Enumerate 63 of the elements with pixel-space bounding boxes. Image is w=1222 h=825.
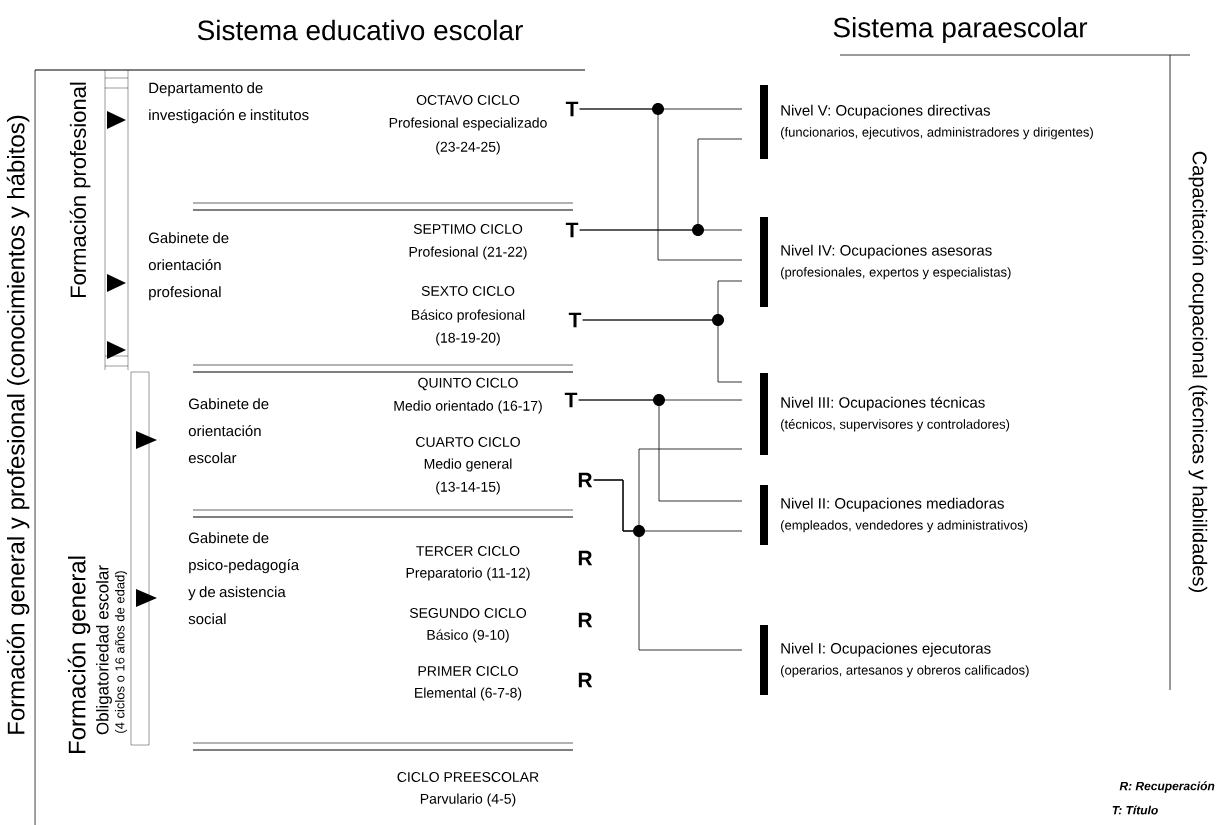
level-entry: Nivel V: Ocupaciones directivas (funcionarios, ejecutivos, administradores y dirigentes) [760, 85, 1093, 159]
level-entry: Nivel III: Ocupaciones técnicas (técnicos, supervisores y controladores) [760, 373, 1010, 455]
cycle-detail: Preparatorio (11-12) [406, 567, 530, 581]
cycle-name: PRIMER CICLO [418, 666, 518, 676]
cycle-detail: Medio orientado (16-17) [394, 400, 542, 414]
department-label: Gabinete de orientación profesional [148, 232, 229, 301]
cycle-detail: (13-14-15) [436, 481, 500, 495]
node-label: (empleados, vendedores y administrativos) [781, 520, 1028, 533]
cycle-detail: (23-24-25) [436, 141, 500, 155]
vertical-label: Formación general y profesional (conocimientos y hábitos) [6, 115, 30, 734]
vertical-label: Obligatoriedad escolar [96, 565, 112, 735]
cycle-name: TERCER CICLO [416, 546, 520, 556]
cycle-letter: R [578, 672, 593, 688]
node-label: (técnicos, supervisores y controladores) [781, 419, 1010, 432]
cycle-detail: Parvulario (4-5) [420, 793, 516, 807]
node-label: Nivel III: Ocupaciones técnicas [781, 396, 985, 411]
cycle-name: SEPTIMO CICLO [413, 224, 523, 234]
cycle-letter: T [564, 392, 578, 408]
connector-line [579, 108, 743, 261]
department-label: Gabinete de psico-pedagogía y de asistencia social [188, 532, 300, 625]
section-title: Sistema educativo escolar [197, 19, 523, 41]
node-label: Nivel I: Ocupaciones ejecutoras [781, 642, 991, 657]
cycle-letter: T [568, 312, 582, 328]
cycle-detail: Básico profesional [411, 309, 525, 323]
department-label: Departamento de investigación e institutos [149, 82, 309, 124]
cycle-letter: T [565, 222, 579, 238]
cycle-letter: R [578, 472, 593, 488]
level-entry: Nivel I: Ocupaciones ejecutoras (operarios, artesanos y obreros calificados) [760, 625, 1029, 695]
node-label: (profesionales, expertos y especialistas) [781, 267, 1011, 280]
cycle-name: SEXTO CICLO [421, 286, 515, 296]
cycle-detail: (18-19-20) [436, 332, 500, 346]
cycle-detail: Profesional (21-22) [409, 246, 527, 260]
cycle-detail: Medio general [424, 458, 512, 472]
node-label: (funcionarios, ejecutivos, administradores y dirigentes) [781, 127, 1093, 140]
node-label: (operarios, artesanos y obreros calificados) [781, 665, 1029, 678]
legend-key: T: Título [1112, 805, 1158, 815]
cycle-name: QUINTO CICLO [418, 377, 518, 391]
cycle-letter: R [578, 612, 593, 628]
node-label: Nivel IV: Ocupaciones asesoras [781, 244, 992, 259]
cycle-name: CUARTO CICLO [416, 437, 520, 447]
cycle-name: SEGUNDO CICLO [409, 608, 527, 618]
level-entry: Nivel IV: Ocupaciones asesoras (profesionales, expertos y especialistas) [760, 217, 1011, 307]
section-title: Sistema paraescolar [833, 16, 1088, 44]
cycle-letter: T [565, 101, 579, 117]
vertical-label: (4 ciclos o 16 años de edad) [114, 571, 128, 733]
connector-line [579, 138, 743, 231]
cycle-letter: R [578, 550, 593, 566]
connector-line [593, 479, 743, 651]
cycle-name: OCTAVO CICLO [416, 95, 520, 105]
legend-key: R: Recuperación [1119, 781, 1215, 793]
vertical-label: Capacitación ocupacional (técnicas y habilidades) [1188, 151, 1208, 592]
connector-line [578, 399, 743, 502]
connector-line [582, 319, 743, 383]
node-label: Nivel V: Ocupaciones directivas [781, 104, 990, 119]
node-label: Nivel II: Ocupaciones mediadoras [781, 497, 1004, 512]
vertical-label: Formación general [67, 556, 91, 754]
cycle-detail: Profesional especializado [389, 117, 547, 131]
cycle-detail: Básico (9-10) [427, 629, 509, 643]
level-entry: Nivel II: Ocupaciones mediadoras (empleados, vendedores y administrativos) [760, 485, 1028, 545]
cycle-name: CICLO PREESCOLAR [397, 772, 539, 782]
department-label: Gabinete de orientación escolar [188, 398, 269, 464]
vertical-label: Formación profesional [69, 82, 91, 298]
cycle-detail: Elemental (6-7-8) [415, 687, 522, 701]
